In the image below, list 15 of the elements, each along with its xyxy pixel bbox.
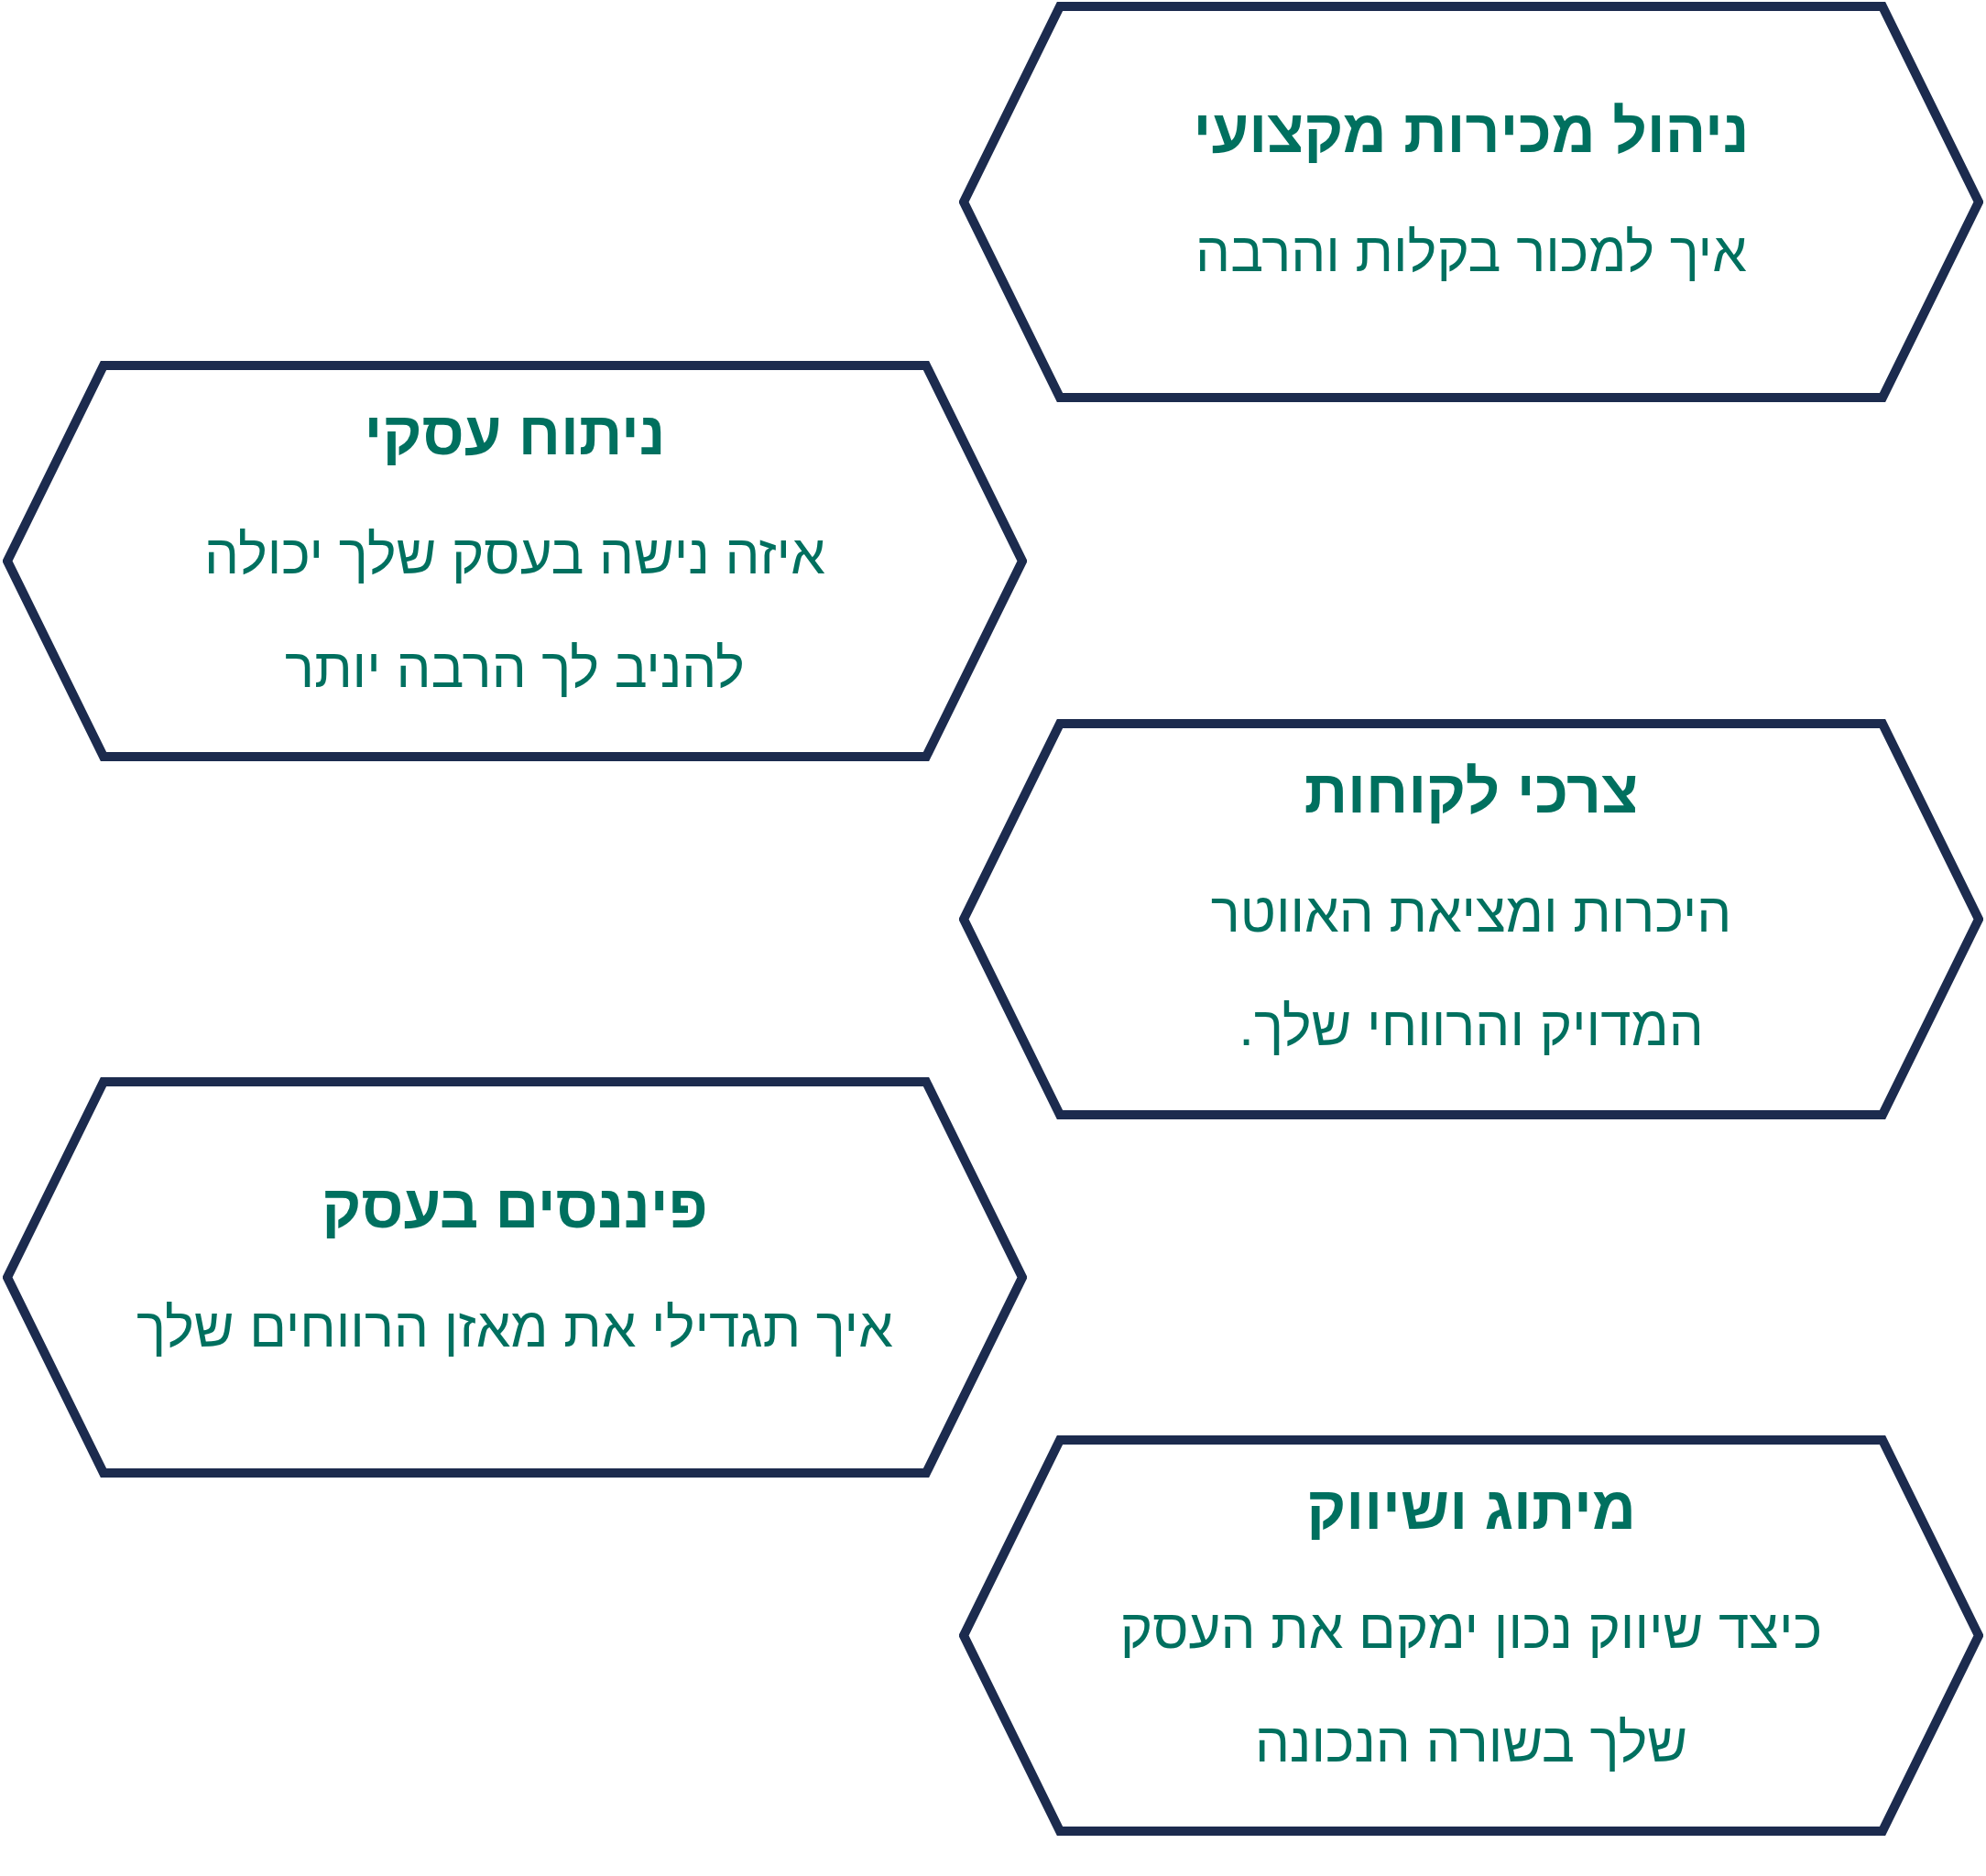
card-description: איך למכור בקלות והרבה — [1195, 221, 1748, 285]
card-description: היכרות ומציאת האווטר המדויק והרווחי שלך. — [1209, 881, 1733, 1059]
card-title: מיתוג ושיווק — [1306, 1473, 1636, 1543]
hexagon-box — [3, 1077, 1027, 1478]
hexagon-box — [959, 719, 1983, 1119]
card-title: ניהול מכירות מקצועי — [1193, 96, 1750, 167]
hexagon-box — [3, 361, 1027, 761]
card-description: כיצד שיווק נכון ימקם את העסק שלך בשורה הנכונה — [1118, 1598, 1824, 1775]
card-description: איך תגדילי את מאזן הרווחים שלך — [136, 1296, 894, 1360]
card-title: ניתוח עסקי — [364, 398, 666, 469]
hexagon-box — [959, 1435, 1983, 1836]
card-title: פיננסים בעסק — [322, 1172, 708, 1242]
hexagon-box — [959, 2, 1983, 402]
card-title: צרכי לקוחות — [1304, 757, 1639, 827]
card-description: איזה נישה בעסק שלך יכולה להניב לך הרבה יותר — [203, 523, 826, 701]
